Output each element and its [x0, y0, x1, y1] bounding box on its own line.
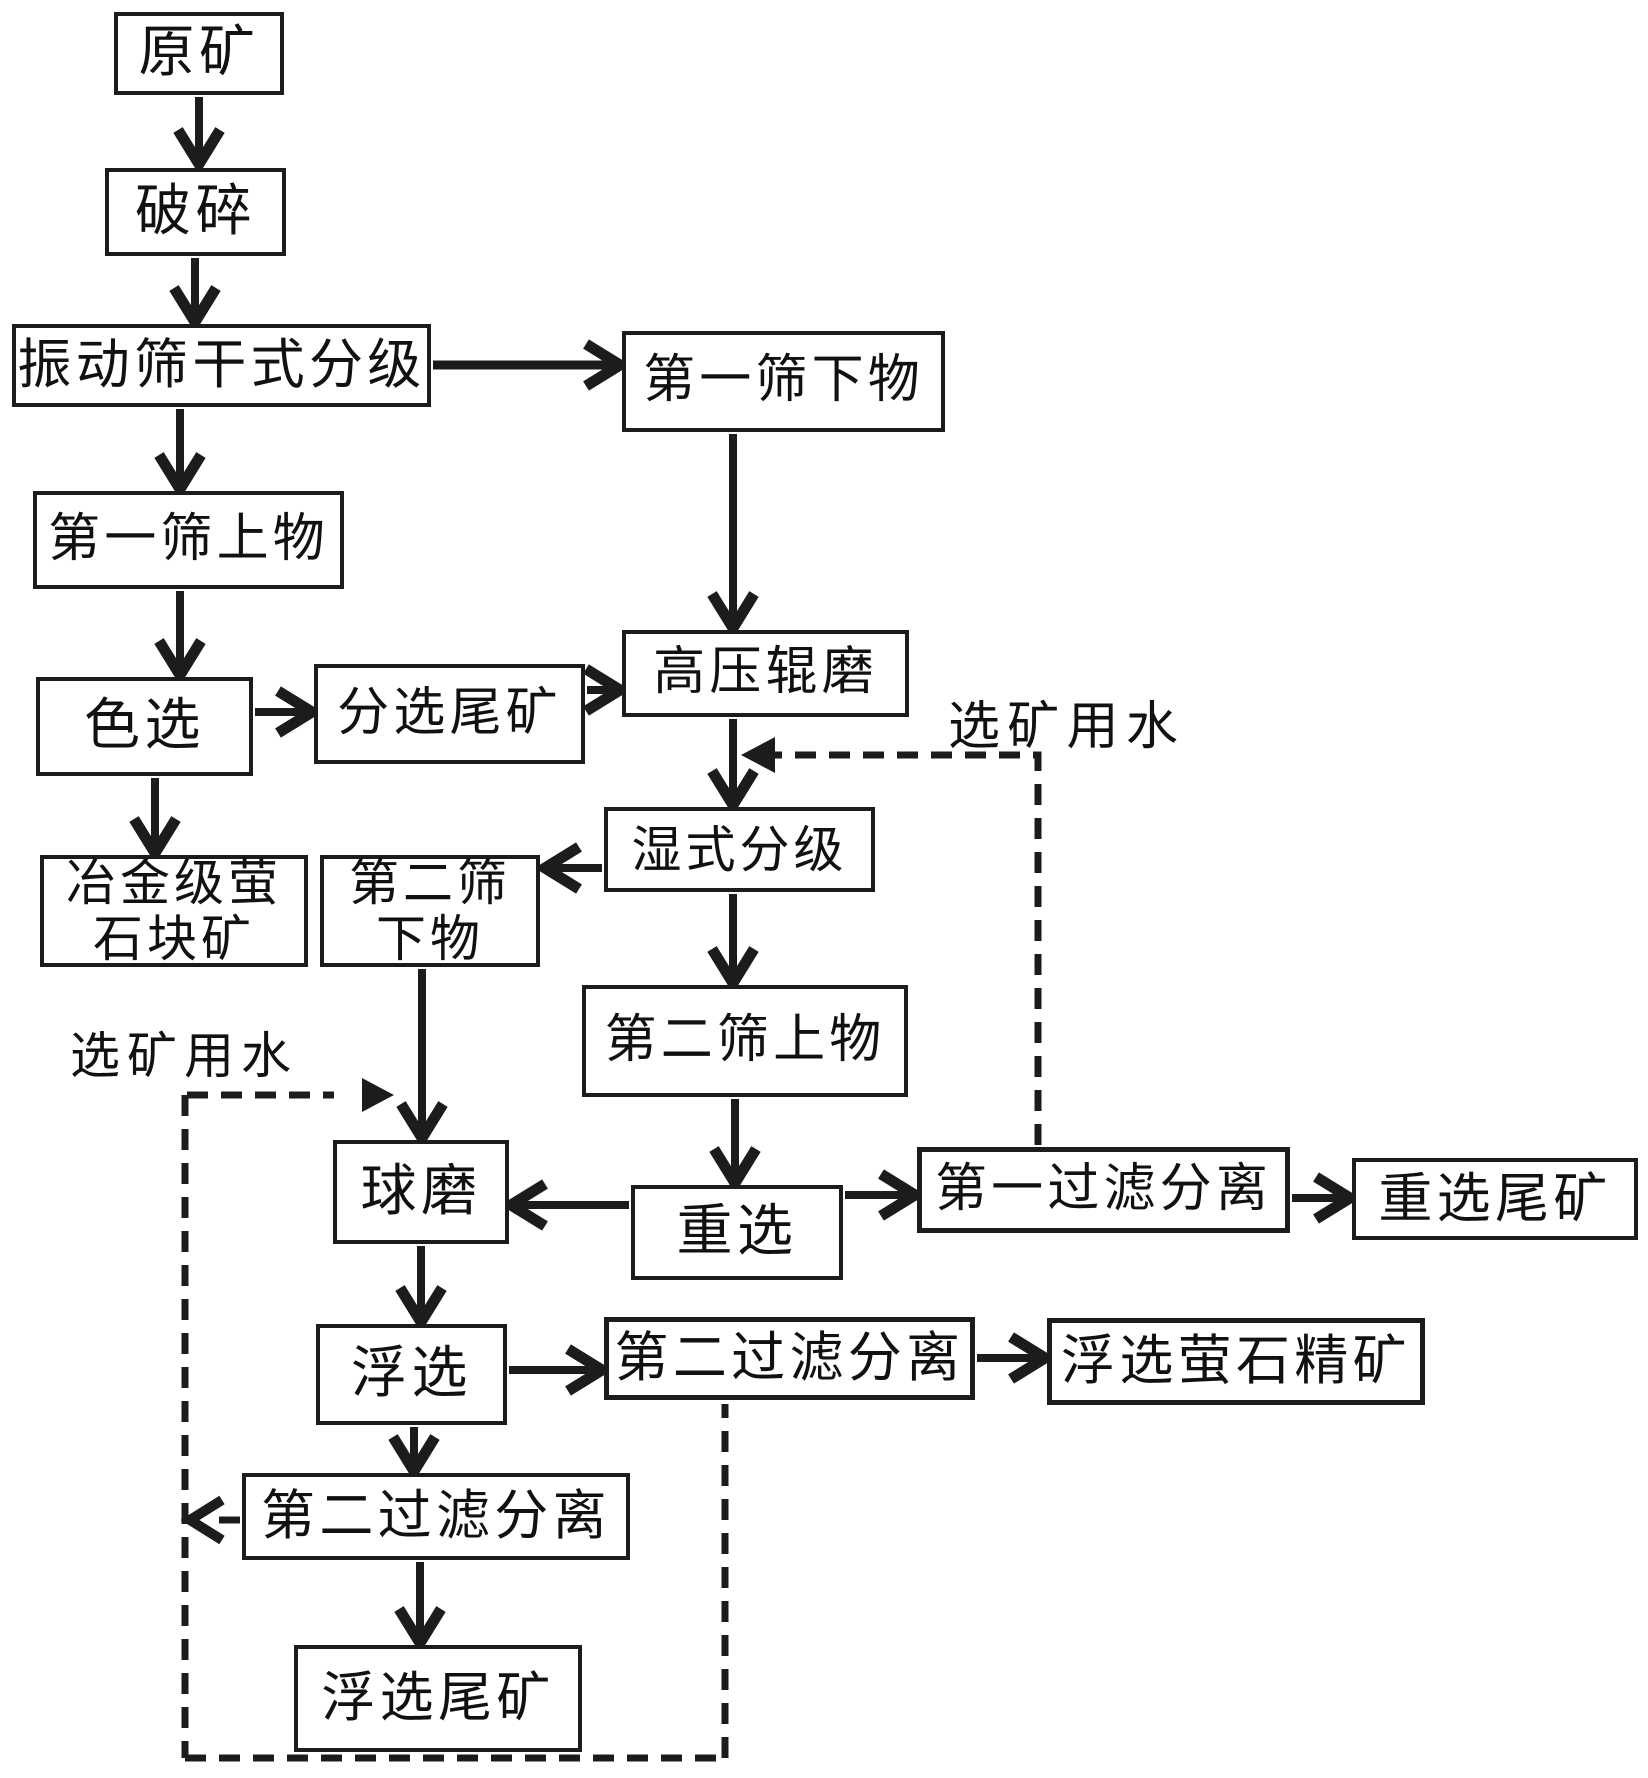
node-sorting-tailings: 分选尾矿 — [314, 664, 585, 764]
node-metallurgical-fluorite-lump: 冶金级萤 石块矿 — [40, 855, 308, 967]
node-second-screen-undersize-line1: 第二筛 — [349, 855, 511, 911]
arrow-sorting-tailings-to-roller-mill — [583, 664, 631, 716]
node-second-screen-undersize: 第二筛 下物 — [320, 855, 540, 967]
node-metallurgical-fluorite-lump-line2: 石块矿 — [93, 911, 255, 967]
dashed-water-line-first-filtration-to-wet-feed — [741, 737, 1042, 1145]
arrow-second-undersize-to-ball-mill — [396, 969, 448, 1149]
arrow-second-oversize-to-gravity-separation — [709, 1099, 761, 1194]
node-second-filtration-right: 第二过滤分离 — [604, 1317, 975, 1400]
arrow-roller-mill-to-wet-classification — [707, 719, 759, 816]
node-high-pressure-roller-mill: 高压辊磨 — [622, 630, 909, 717]
node-color-sorting-label: 色选 — [84, 695, 205, 758]
arrow-wet-classification-to-second-oversize — [707, 894, 759, 994]
node-first-screen-oversize-label: 第一筛上物 — [48, 510, 329, 568]
node-metallurgical-fluorite-lump-line1: 冶金级萤 — [66, 855, 282, 911]
node-second-screen-oversize-label: 第二筛上物 — [604, 1011, 886, 1069]
arrow-flotation-to-second-filtration-bottom — [388, 1427, 440, 1482]
arrow-ball-mill-to-flotation — [395, 1246, 447, 1333]
label-process-water-left: 选矿用水 — [70, 1028, 298, 1084]
arrow-first-oversize-to-color-sorting — [154, 591, 206, 686]
arrow-second-filtration-to-flotation-tailings — [394, 1562, 446, 1654]
node-high-pressure-roller-mill-label: 高压辊磨 — [653, 644, 878, 702]
arrow-flotation-to-second-filtration-right — [509, 1344, 613, 1396]
node-second-screen-undersize-line2: 下物 — [376, 911, 484, 967]
node-flotation-tailings-label: 浮选尾矿 — [321, 1668, 555, 1729]
node-second-filtration-bottom-label: 第二过滤分离 — [261, 1486, 611, 1547]
node-sorting-tailings-label: 分选尾矿 — [337, 684, 562, 742]
node-flotation: 浮选 — [316, 1324, 507, 1425]
node-gravity-separation: 重选 — [631, 1185, 843, 1280]
node-flotation-tailings: 浮选尾矿 — [294, 1645, 582, 1752]
arrow-wet-classification-to-second-undersize — [534, 842, 602, 894]
node-vibrating-screen-label: 振动筛干式分级 — [17, 335, 426, 396]
label-process-water-right: 选矿用水 — [948, 699, 1186, 756]
node-second-screen-oversize: 第二筛上物 — [582, 985, 908, 1097]
node-vibrating-screen-dry-classification: 振动筛干式分级 — [12, 324, 431, 407]
node-gravity-separation-label: 重选 — [676, 1201, 798, 1264]
arrow-first-undersize-to-roller-mill — [707, 434, 759, 639]
node-gravity-tailings: 重选尾矿 — [1352, 1158, 1638, 1240]
node-first-screen-undersize-label: 第一筛下物 — [643, 352, 924, 410]
node-first-screen-undersize: 第一筛下物 — [622, 331, 945, 432]
dashed-water-line-left-to-ball-mill-feed — [181, 1078, 729, 1762]
node-first-filtration: 第一过滤分离 — [917, 1147, 1290, 1233]
arrow-gravity-separation-to-first-filtration — [845, 1169, 926, 1221]
arrow-gravity-separation-to-ball-mill — [500, 1179, 629, 1231]
arrow-second-filtration-to-flotation-concentrate — [977, 1332, 1056, 1384]
node-first-filtration-label: 第一过滤分离 — [935, 1160, 1272, 1218]
arrow-color-sorting-to-fluorite-lump — [129, 778, 181, 864]
node-flotation-label: 浮选 — [351, 1343, 472, 1406]
node-crushing: 破碎 — [105, 168, 286, 256]
arrow-raw-ore-to-crushing — [173, 97, 225, 175]
arrow-vibrating-screen-to-first-undersize — [433, 339, 631, 391]
node-second-filtration-bottom: 第二过滤分离 — [242, 1473, 630, 1560]
node-color-sorting: 色选 — [36, 677, 253, 776]
node-first-screen-oversize: 第一筛上物 — [33, 491, 344, 589]
node-wet-classification: 湿式分级 — [604, 807, 875, 892]
node-raw-ore-label: 原矿 — [138, 22, 260, 85]
node-gravity-tailings-label: 重选尾矿 — [1378, 1168, 1612, 1229]
node-ball-mill-label: 球磨 — [360, 1160, 482, 1223]
arrow-first-filtration-to-gravity-tailings — [1292, 1172, 1361, 1224]
node-wet-classification-label: 湿式分级 — [631, 821, 848, 878]
node-second-filtration-right-label: 第二过滤分离 — [614, 1328, 965, 1389]
node-flotation-fluorite-concentrate-label: 浮选萤石精矿 — [1061, 1331, 1411, 1392]
node-raw-ore: 原矿 — [114, 12, 284, 95]
arrow-crushing-to-vibrating-screen — [169, 258, 221, 333]
node-ball-mill: 球磨 — [333, 1140, 509, 1244]
node-crushing-label: 破碎 — [135, 180, 256, 243]
node-flotation-fluorite-concentrate: 浮选萤石精矿 — [1047, 1318, 1425, 1405]
arrow-color-sorting-to-sorting-tailings — [255, 686, 323, 738]
arrow-vibrating-screen-to-first-oversize — [154, 409, 206, 500]
dashed-water-stub-second-filtration-bottom — [180, 1495, 240, 1545]
